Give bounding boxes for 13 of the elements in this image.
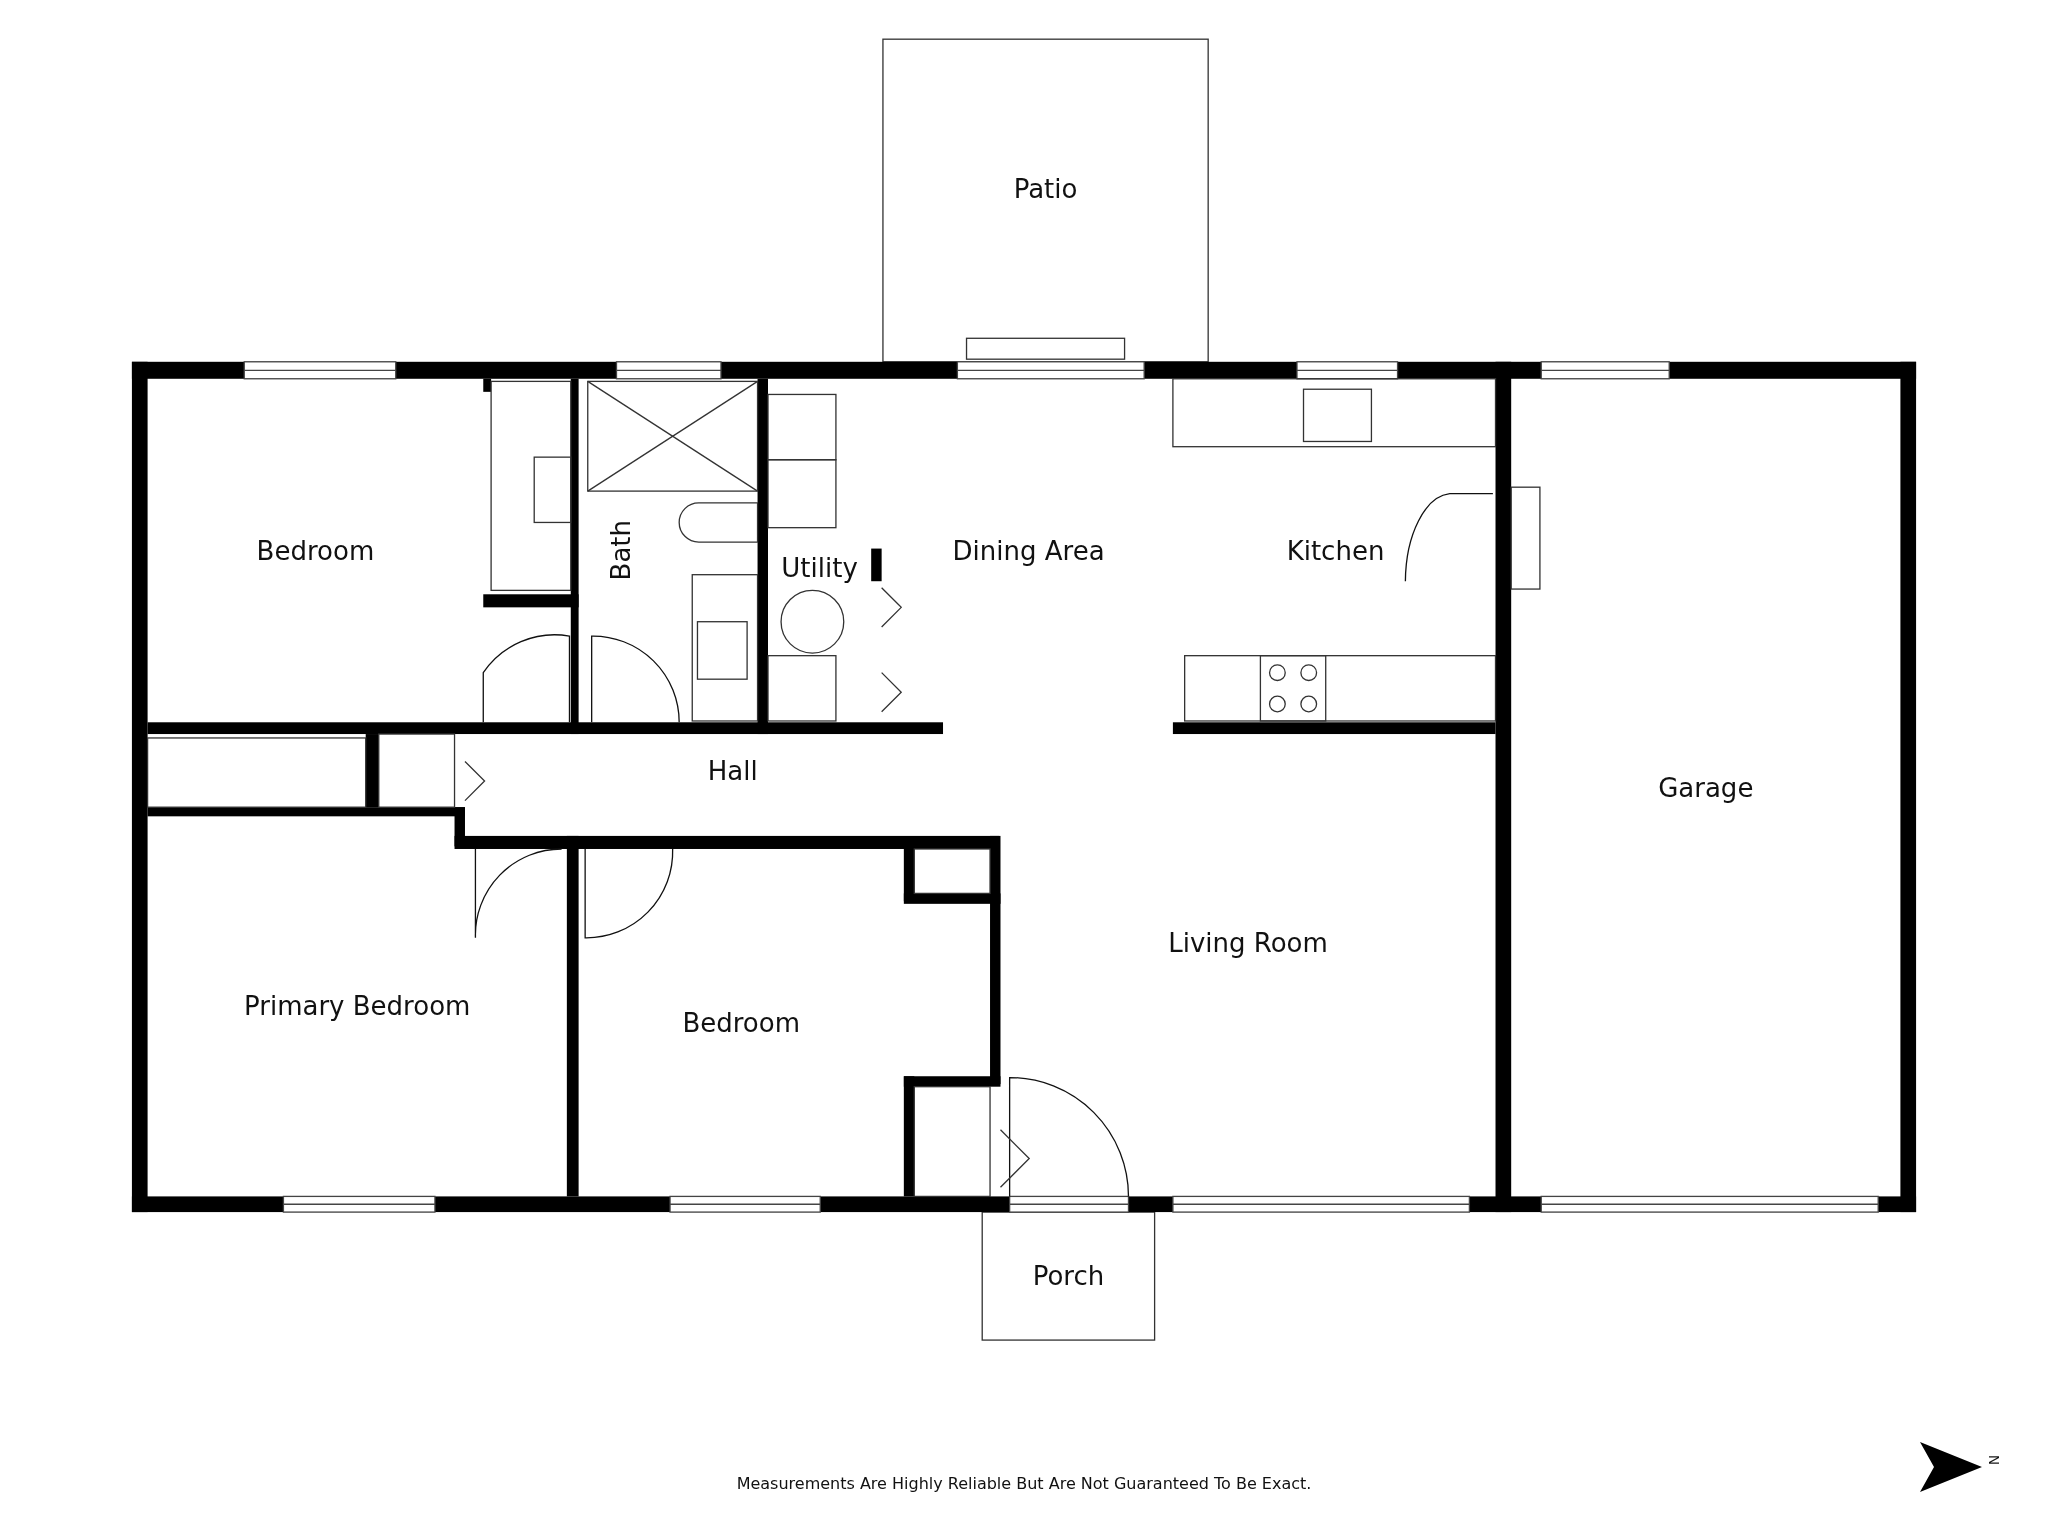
compass-label: N	[1986, 1455, 2003, 1466]
room-label: Bath	[578, 378, 664, 723]
room-label: Utility	[768, 496, 872, 640]
room-label: Bedroom	[578, 848, 904, 1197]
room-label: Living Room	[1000, 734, 1496, 1152]
room-label: Primary Bedroom	[147, 816, 567, 1197]
room-label: Porch	[982, 1212, 1155, 1341]
room-label: Garage	[1511, 378, 1901, 1197]
room-label: Dining Area	[881, 378, 1176, 723]
disclaimer-note: Measurements Are Highly Reliable But Are Not Guaranteed To Be Exact.	[735, 1473, 1313, 1493]
room-label: Kitchen	[1175, 378, 1496, 723]
room-label: Hall	[464, 734, 1001, 808]
room-label: Bedroom	[147, 378, 484, 723]
